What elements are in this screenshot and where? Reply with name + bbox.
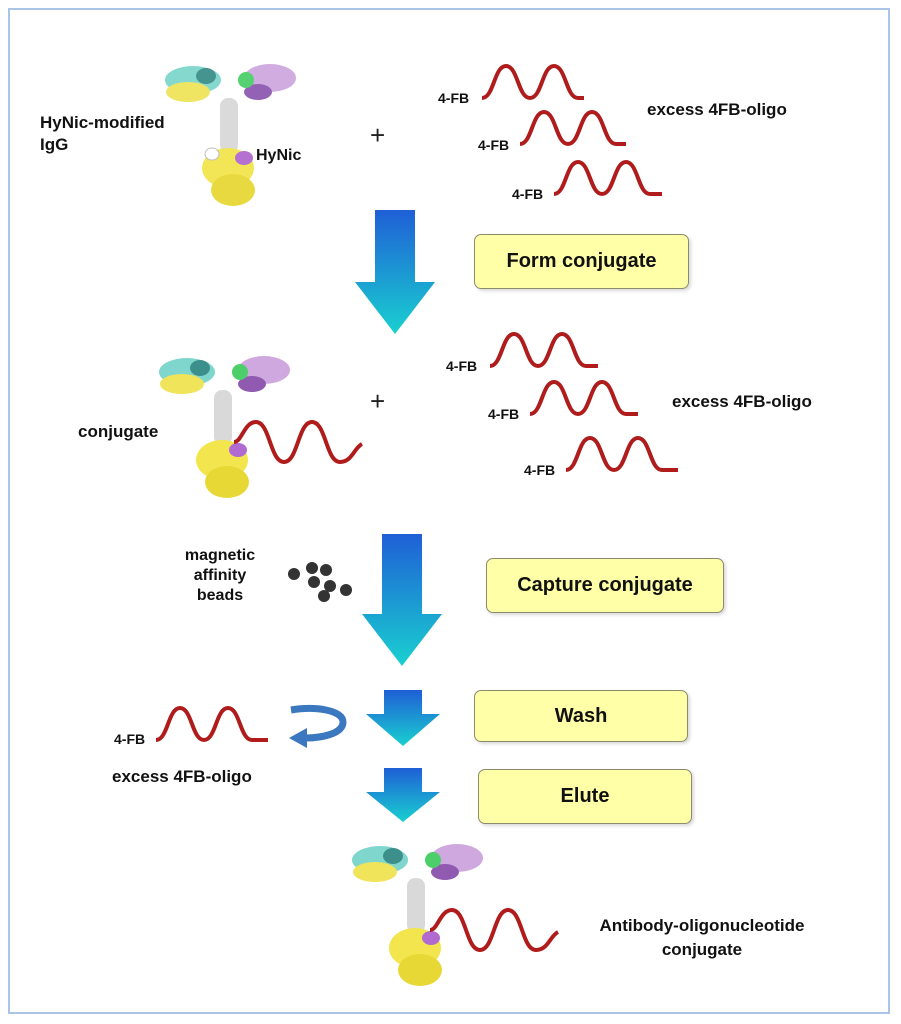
- hynic-label: HyNic: [256, 147, 302, 164]
- final-product-label: Antibody-oligonucleotide conjugate: [599, 916, 805, 959]
- fb-label: 4-FB: [446, 358, 478, 374]
- oligo-wave: [565, 435, 678, 473]
- plus-sign: +: [370, 120, 386, 150]
- down-arrow-icon: [366, 690, 440, 746]
- down-arrow-icon: [366, 768, 440, 822]
- step-wash: Wash: [474, 690, 688, 742]
- fb-label: 4-FB: [488, 406, 520, 422]
- step-form-conjugate: Form conjugate: [474, 234, 689, 289]
- oligo-wave: [519, 109, 626, 147]
- down-arrow-icon: [355, 210, 435, 334]
- down-arrow-icon: [362, 534, 442, 666]
- hynic-antibody-icon: [165, 64, 296, 206]
- excess-oligo-label: excess 4FB-oligo: [112, 767, 252, 786]
- conjugate-oligo-wave: [233, 419, 364, 465]
- excess-oligo-label: excess 4FB-oligo: [672, 392, 812, 411]
- excess-oligo-label: excess 4FB-oligo: [647, 100, 787, 119]
- oligo-wave: [553, 159, 662, 197]
- oligo-wave: [489, 331, 598, 369]
- final-antibody-icon: [352, 844, 483, 986]
- fb-label: 4-FB: [478, 137, 510, 153]
- diagram-frame: [8, 8, 890, 1014]
- step-elute: Elute: [478, 769, 692, 824]
- oligo-wave: [529, 379, 638, 417]
- hynic-igg-label: HyNic-modified IgG: [40, 113, 165, 154]
- fb-label: 4-FB: [524, 462, 556, 478]
- conjugate-label: conjugate: [78, 422, 159, 441]
- beads-label: magnetic affinity beads: [184, 547, 256, 604]
- oligo-wave: [481, 63, 584, 101]
- fb-label: 4-FB: [512, 186, 544, 202]
- final-oligo-wave: [429, 907, 560, 953]
- conjugate-antibody-icon: [159, 356, 290, 498]
- fb-label: 4-FB: [114, 731, 146, 747]
- return-arrow-icon: [289, 705, 347, 748]
- step-capture-conjugate: Capture conjugate: [486, 558, 724, 613]
- oligo-wave: [155, 705, 268, 743]
- plus-sign: +: [370, 386, 386, 416]
- magnetic-beads-icon: [288, 562, 352, 602]
- fb-label: 4-FB: [438, 90, 470, 106]
